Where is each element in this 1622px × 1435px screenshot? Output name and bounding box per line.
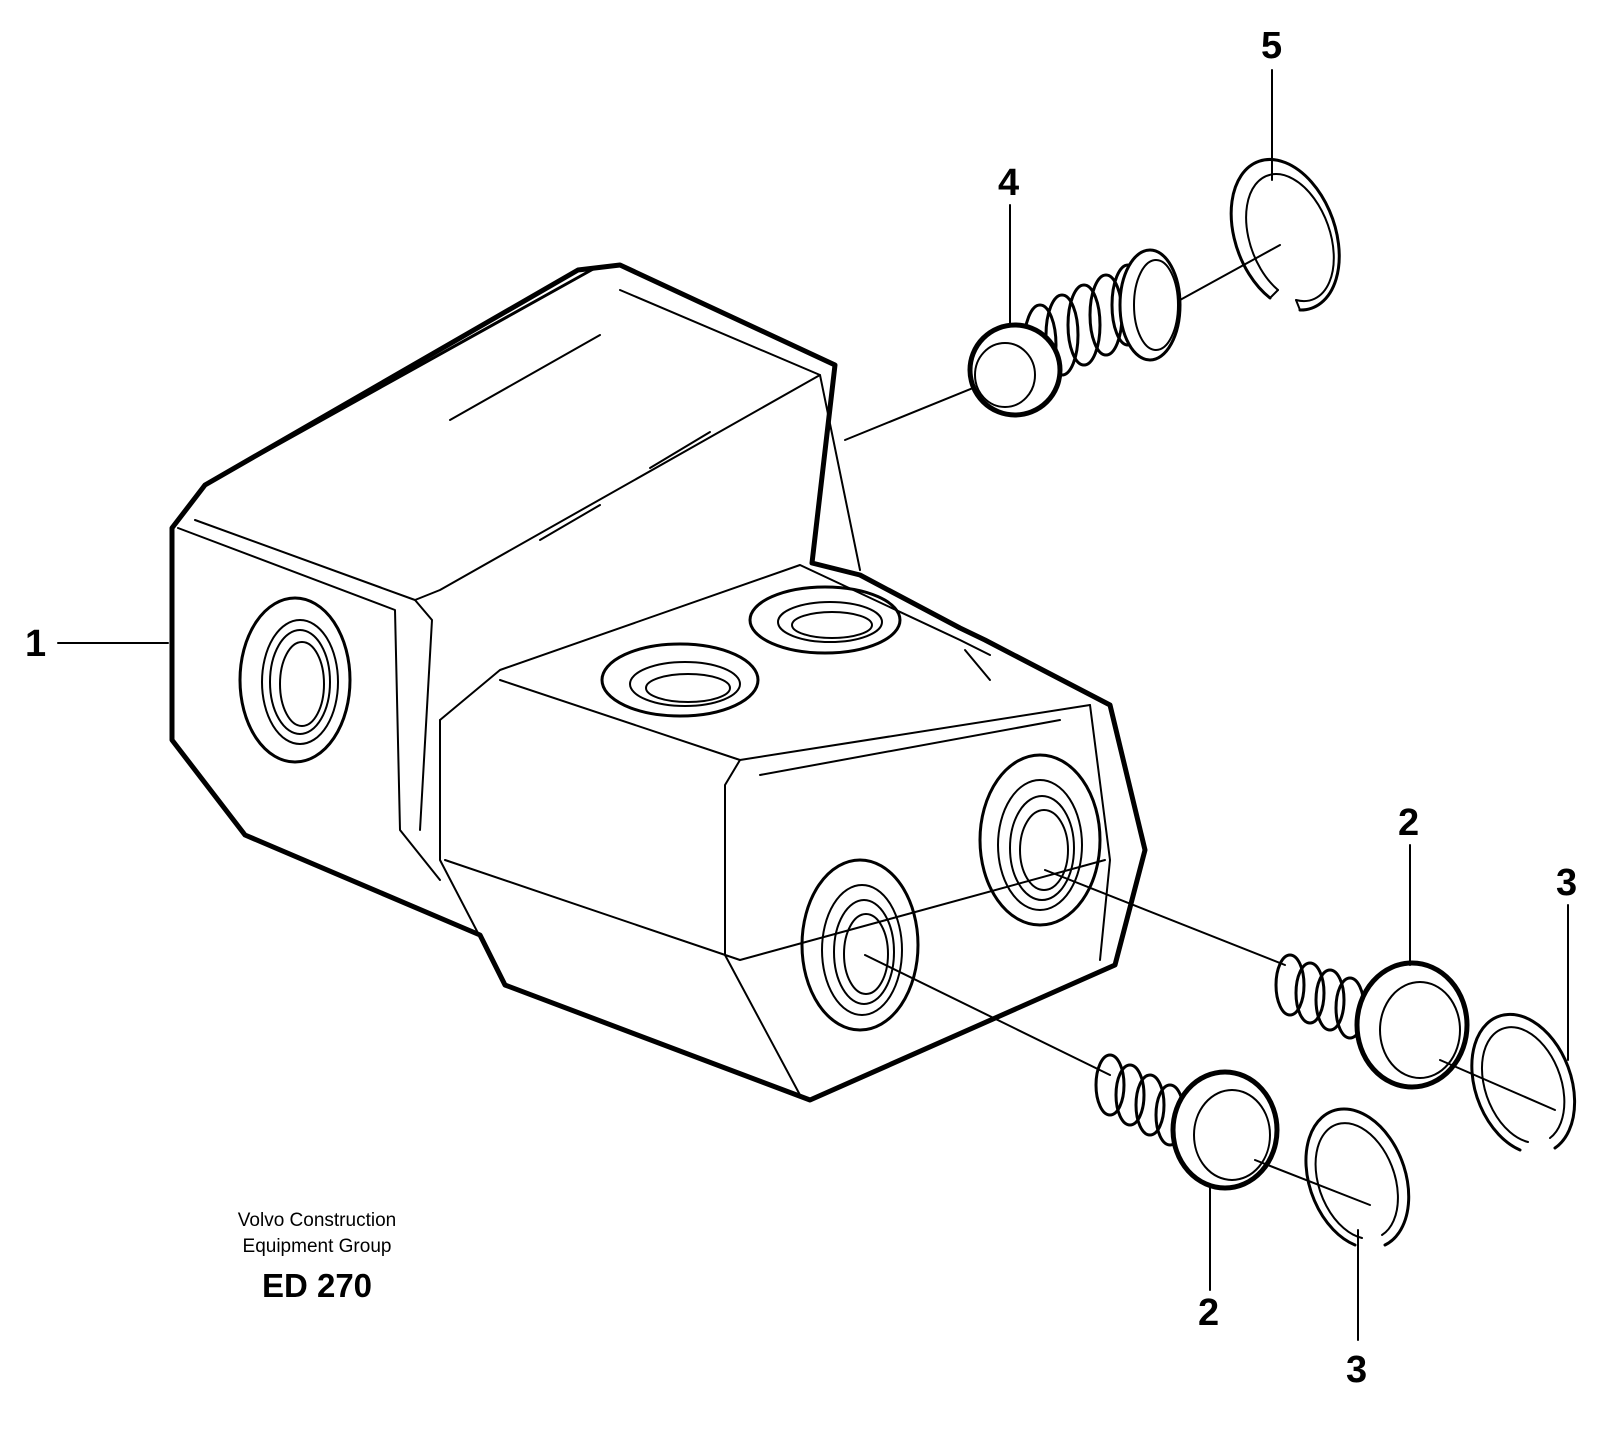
caption-company-line2: Equipment Group (243, 1236, 392, 1257)
leader-lines (57, 69, 1569, 1341)
left-port (238, 596, 352, 764)
callout-5: 5 (1261, 25, 1282, 67)
relief-valve-right (1044, 869, 1556, 1111)
snap-ring-lower (1304, 1107, 1411, 1247)
front-port-upper (978, 753, 1102, 927)
callout-2-lower: 2 (1198, 1292, 1219, 1334)
top-port-rear (748, 585, 902, 655)
callout-3-right: 3 (1556, 862, 1577, 904)
valve-housing (169, 262, 1148, 1103)
snap-ring-right (1470, 1012, 1577, 1152)
manufacturer-caption: Volvo Construction Equipment Group ED 27… (238, 1210, 396, 1304)
caption-drawing-code: ED 270 (262, 1267, 372, 1304)
callout-1: 1 (25, 623, 46, 665)
callout-4: 4 (998, 162, 1019, 204)
callout-3-lower: 3 (1346, 1349, 1367, 1391)
callout-2-upper: 2 (1398, 802, 1419, 844)
front-port-lower (800, 858, 920, 1032)
caption-company-line1: Volvo Construction (238, 1210, 396, 1231)
relief-valve-top (844, 244, 1281, 441)
relief-valve-lower (864, 954, 1371, 1206)
snap-ring-top (1229, 158, 1341, 312)
top-port-front (600, 642, 760, 718)
